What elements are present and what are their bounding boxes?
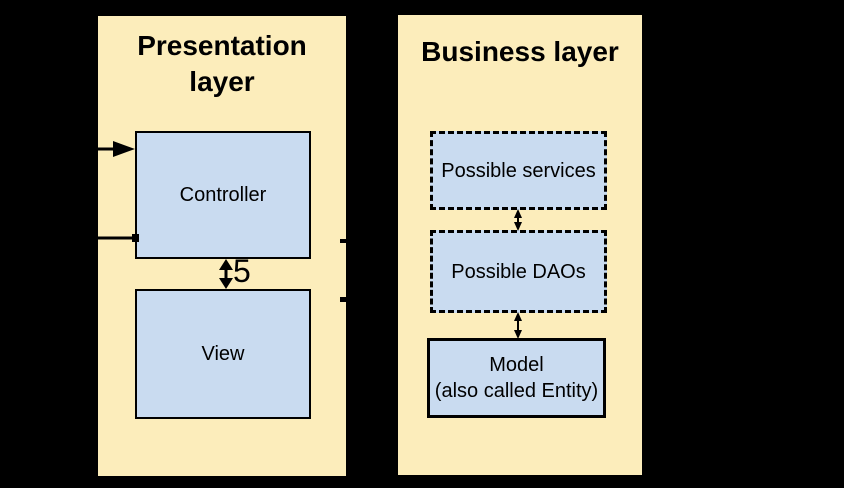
controller-box: Controller	[135, 131, 311, 259]
controller-label: Controller	[179, 184, 267, 206]
presentation-layer-title: Presentation layer	[98, 28, 346, 100]
business-layer-title: Business layer	[398, 34, 642, 70]
view-box: View	[135, 289, 311, 419]
model-box: Model (also called Entity)	[427, 338, 606, 418]
model-label-line2: (also called Entity)	[434, 380, 599, 402]
business-layer-title-text: Business layer	[421, 36, 619, 67]
possible-services-label: Possible services	[441, 159, 596, 182]
possible-daos-label: Possible DAOs	[451, 260, 586, 283]
model-label: Model (also called Entity)	[435, 352, 598, 404]
view-label: View	[201, 343, 245, 365]
model-label-line1: Model	[489, 354, 544, 376]
possible-services-box: Possible services	[430, 131, 607, 210]
possible-daos-box: Possible DAOs	[430, 230, 607, 313]
step-number-label: 5	[233, 253, 251, 289]
presentation-layer-title-text: Presentation layer	[137, 30, 307, 97]
